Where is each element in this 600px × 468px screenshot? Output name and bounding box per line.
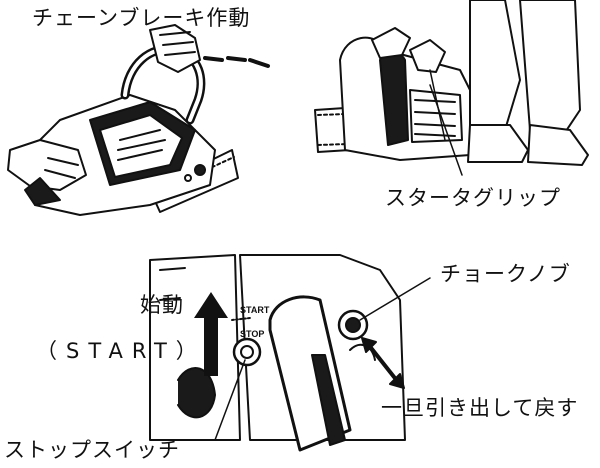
- starter-grip-label: スタータグリップ: [385, 186, 561, 210]
- choke-knob-label: チョークノブ: [440, 262, 571, 286]
- start-paren-label: （START）: [36, 339, 206, 363]
- chain-brake-label: チェーンブレーキ作動: [32, 6, 251, 30]
- switch-start-marking: START: [240, 305, 270, 315]
- switch-stop-marking: STOP: [240, 329, 264, 339]
- pull-return-label: 一旦引き出して戻す: [381, 396, 579, 420]
- chainsaw-brake-illustration: [7, 24, 270, 216]
- ground-start-illustration: [314, 0, 589, 176]
- stop-switch-label: ストップスイッチ: [4, 438, 180, 462]
- start-label: 始動: [140, 293, 184, 317]
- controls-closeup-illustration: [149, 254, 431, 452]
